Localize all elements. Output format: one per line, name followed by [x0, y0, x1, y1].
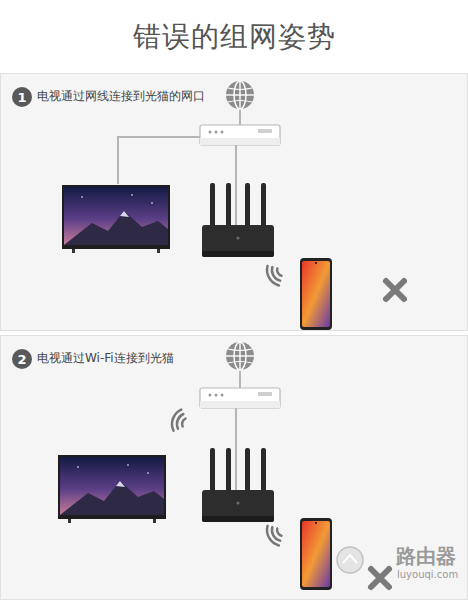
step-number: 1 — [17, 91, 26, 104]
watermark-text: 路由器 — [396, 545, 456, 567]
television — [58, 455, 166, 523]
error-cross — [371, 569, 389, 587]
ethernet-wire — [235, 408, 237, 490]
ethernet-wire — [239, 370, 241, 388]
television — [62, 185, 170, 253]
wifi-signal — [264, 262, 285, 287]
watermark-logo — [337, 547, 363, 573]
error-cross — [386, 281, 404, 299]
ethernet-wire — [239, 109, 241, 125]
panel-ground — [0, 335, 468, 600]
ethernet-wire — [235, 145, 237, 225]
watermark-logo — [337, 547, 363, 573]
diagram-title: 错误的组网姿势 — [0, 0, 468, 54]
step-number: 2 — [17, 353, 26, 366]
watermark-logo — [343, 555, 357, 563]
panel-heading: 电视通过网线连接到光猫的网口 — [37, 89, 205, 105]
smartphone — [300, 518, 332, 590]
internet-globe — [226, 81, 254, 109]
smartphone — [300, 258, 332, 330]
optical-modem — [200, 125, 280, 145]
step-number-badge: 1 — [12, 87, 32, 107]
wifi-router — [202, 183, 274, 257]
step-number-badge: 2 — [12, 349, 32, 369]
optical-modem — [200, 388, 280, 408]
ethernet-wire — [118, 137, 200, 184]
section-panel: 电视通过网线连接到光猫的网口 1 — [0, 73, 468, 331]
wifi-router — [202, 448, 274, 522]
wifi-signal — [264, 522, 285, 547]
internet-globe — [226, 342, 254, 370]
watermark-url: luyouqi.com — [397, 569, 458, 580]
panel-heading: 电视通过Wi-Fi连接到光猫 — [37, 351, 174, 367]
panel-ground — [0, 73, 468, 331]
wifi-signal — [169, 408, 188, 433]
